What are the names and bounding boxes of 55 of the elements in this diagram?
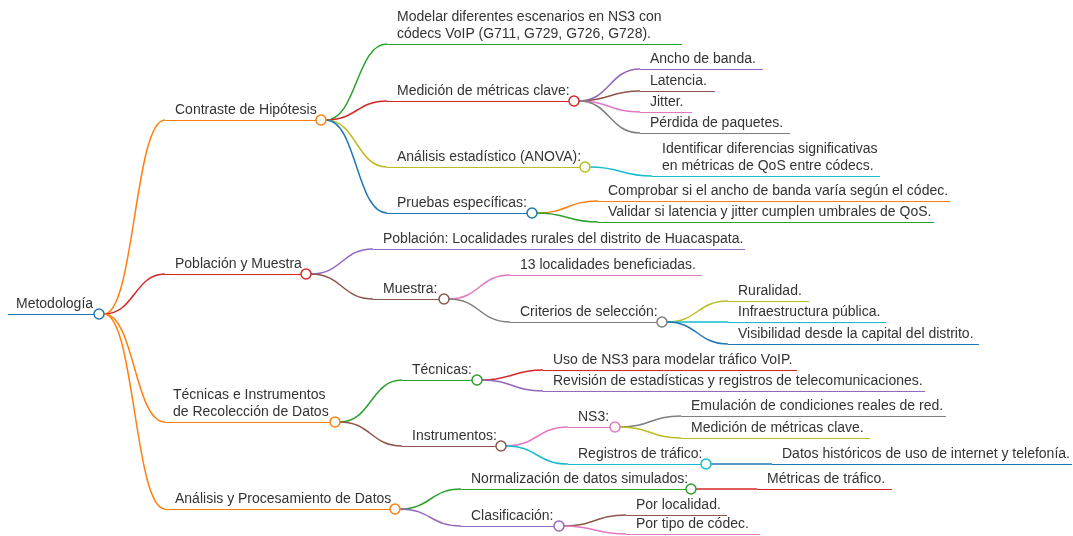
topic-label: 13 localidades beneficiadas. xyxy=(510,256,702,276)
branch-connector xyxy=(563,525,627,535)
topic-label: Revisión de estadísticas y registros de telecomunicaciones. xyxy=(543,372,925,392)
branch-connector xyxy=(339,421,403,447)
topic-label: Técnicas e Instrumentos de Recolección de Datos xyxy=(165,386,330,423)
topic-label: Técnicas: xyxy=(402,361,472,381)
topic-label: Pruebas específicas: xyxy=(387,194,527,214)
topic-label: Registros de tráfico: xyxy=(568,445,701,465)
topic-label: Instrumentos: xyxy=(402,427,496,447)
topic-label: Medición de métricas clave. xyxy=(681,419,870,439)
topic-label: Normalización de datos simulados: xyxy=(461,470,686,490)
topic-label: Contraste de Hipótesis xyxy=(165,101,316,121)
topic-label: Emulación de condiciones reales de red. xyxy=(681,397,946,417)
topic-label: Métricas de tráfico. xyxy=(757,470,892,490)
topic-label: Población: Localidades rurales del distrito de Huacaspata. xyxy=(373,230,745,250)
topic-label: Ancho de banda. xyxy=(640,50,763,70)
branch-connector xyxy=(666,321,729,345)
branch-connector xyxy=(589,166,653,177)
branch-connector xyxy=(578,100,641,134)
branch-connector xyxy=(399,508,462,527)
topic-label: Datos históricos de uso de internet y telefonía. xyxy=(772,445,1072,465)
branch-connector xyxy=(448,298,511,323)
branch-connector xyxy=(103,313,166,423)
branch-connector xyxy=(103,273,166,315)
topic-label: Infraestructura pública. xyxy=(728,303,886,323)
topic-label: Jitter. xyxy=(640,93,692,113)
topic-label: Visibilidad desde la capital del distrito. xyxy=(728,325,979,345)
branch-connector xyxy=(310,273,374,300)
branch-connector xyxy=(481,379,544,392)
topic-label: Validar si latencia y jitter cumplen umbrales de QoS. xyxy=(598,203,934,223)
topic-label: Uso de NS3 para modelar tráfico VoIP. xyxy=(543,351,797,371)
topic-label: Clasificación: xyxy=(461,507,554,527)
branch-connector xyxy=(536,212,599,223)
topic-label: Comprobar si el ancho de banda varía según el códec. xyxy=(598,182,950,202)
topic-label: Ruralidad. xyxy=(728,282,809,302)
topic-label: Medición de métricas clave: xyxy=(387,82,569,102)
branch-connector xyxy=(505,445,569,465)
topic-label: Muestra: xyxy=(373,280,439,300)
topic-label: Análisis y Procesamiento de Datos xyxy=(165,490,390,510)
topic-label: Latencia. xyxy=(640,72,715,92)
topic-label: Por localidad. xyxy=(626,496,727,516)
topic-label: Por tipo de códec. xyxy=(626,515,760,535)
topic-label: Metodología xyxy=(8,295,94,315)
topic-label: Modelar diferentes escenarios en NS3 con códecs VoIP (G711, G729, G726, G728). xyxy=(387,8,682,45)
branch-connector xyxy=(325,119,388,214)
topic-label: Identificar diferencias significativas en métricas de QoS entre códecs. xyxy=(652,140,880,177)
topic-label: Criterios de selección: xyxy=(510,303,657,323)
branch-connector xyxy=(619,426,682,439)
branch-connector xyxy=(103,313,166,510)
topic-label: Población y Muestra xyxy=(165,255,301,275)
topic-label: NS3: xyxy=(568,408,610,428)
topic-label: Pérdida de paquetes. xyxy=(640,114,790,134)
branch-connector xyxy=(710,463,773,465)
branch-connector xyxy=(695,488,758,490)
topic-label: Análisis estadístico (ANOVA): xyxy=(387,148,580,168)
